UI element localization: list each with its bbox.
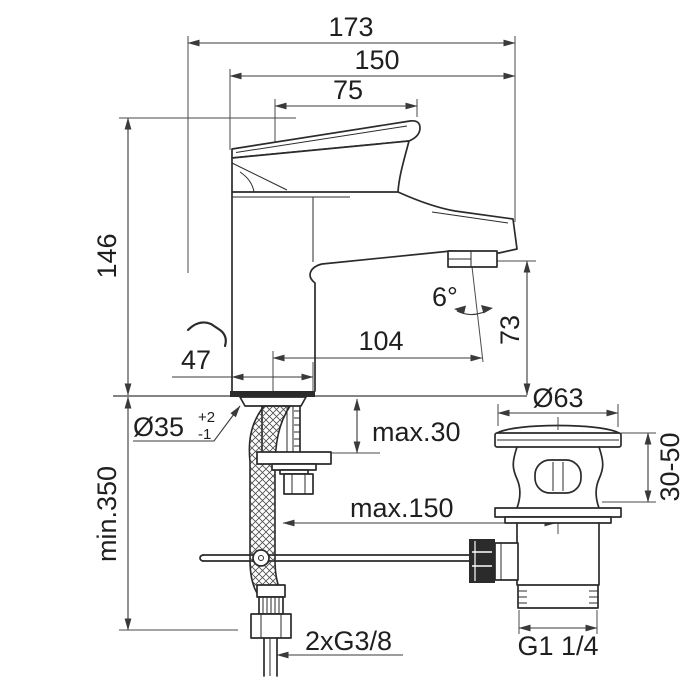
pop-up-waste-assembly (469, 417, 622, 609)
waste-lower-flange (494, 507, 622, 518)
dim-deck-thickness: max.30 (372, 417, 461, 447)
dimension-lines (124, 39, 652, 659)
braided-supply-hose (248, 405, 292, 597)
waste-side-opening (534, 459, 582, 494)
faucet-spout (309, 191, 518, 392)
under-deck-flange (239, 396, 307, 407)
hose-end-fitting (250, 584, 292, 677)
spout-aerator (447, 250, 498, 268)
pop-up-pull-rod (199, 554, 471, 562)
dim-body-height: 146 (92, 233, 122, 278)
dim-spout-outlet-height: 73 (495, 315, 525, 345)
dimension-labels: 173 150 75 146 min.350 73 104 47 6° Ø35 … (92, 12, 685, 661)
handle-travel-detail (186, 321, 227, 348)
rod-guide-knuckle (252, 549, 270, 567)
rod-coupling-body (494, 542, 519, 581)
dim-deck-hole-tol-upper: +2 (198, 409, 215, 426)
rod-coupling-clamp (469, 539, 495, 583)
dim-handle-length: 75 (333, 75, 363, 105)
dim-deck-hole-tol-lower: -1 (198, 426, 211, 443)
dim-pull-rod-length: max.150 (350, 493, 454, 523)
dim-waste-height-range: 30-50 (655, 432, 685, 501)
waste-thread-end (517, 584, 599, 609)
dim-outlet-angle: 6° (432, 282, 458, 312)
mounting-nut (283, 473, 314, 495)
dim-spout-reach: 104 (358, 326, 403, 356)
mounting-plate (256, 451, 332, 465)
dim-supply-hose-length: min.350 (92, 466, 122, 562)
supply-connection-nut (250, 613, 292, 639)
dim-base-depth: 47 (181, 345, 211, 375)
faucet-lever-handle (231, 119, 421, 159)
faucet-profile (186, 119, 518, 677)
dim-length-to-spout-tip: 150 (354, 45, 399, 75)
dim-overall-length: 173 (328, 12, 373, 42)
dim-deck-hole: Ø35 (133, 412, 184, 442)
dim-supply-thread: 2xG3/8 (305, 626, 392, 656)
dim-waste-flange-diameter: Ø63 (532, 383, 583, 413)
dim-waste-thread: G1 1/4 (517, 631, 598, 661)
faucet-base-gasket (230, 391, 315, 397)
